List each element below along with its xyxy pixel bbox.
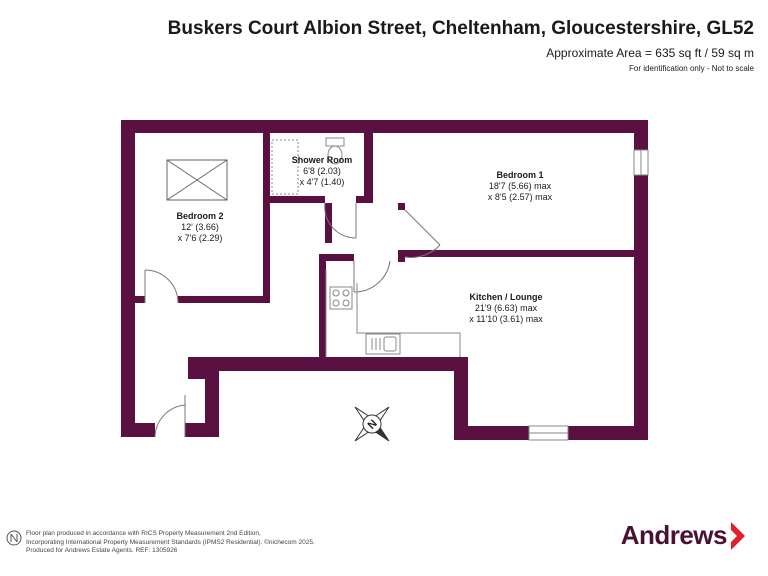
scale-disclaimer: For identification only - Not to scale [629, 64, 754, 73]
brand-name: Andrews [620, 520, 728, 550]
skylight-icon [166, 159, 228, 201]
bedroom2-name: Bedroom 2 [176, 211, 224, 221]
shower-room-name: Shower Room [291, 155, 353, 165]
footer-credits: Floor plan produced in accordance with R… [26, 530, 315, 556]
toilet-icon [325, 137, 345, 165]
kitchen-lounge-label: Kitchen / Lounge 21'9 (6.63) max x 11'10… [456, 292, 556, 325]
andrews-logo: Andrews [621, 520, 746, 551]
bedroom2-label: Bedroom 2 12' (3.66) x 7'6 (2.29) [160, 211, 240, 244]
compass-icon [354, 406, 390, 442]
kitchen-counter [325, 270, 461, 357]
bedroom1-dim1: 18'7 (5.66) max [488, 181, 552, 191]
footer-line-3: Produced for Andrews Estate Agents. REF:… [26, 547, 178, 554]
window-lounge [528, 425, 569, 441]
approximate-area: Approximate Area = 635 sq ft / 59 sq m [546, 46, 754, 60]
walls [121, 120, 648, 440]
footer-line-1: Floor plan produced in accordance with R… [26, 530, 261, 537]
bedroom1-label: Bedroom 1 18'7 (5.66) max x 8'5 (2.57) m… [470, 170, 570, 203]
bedroom2-dim2: x 7'6 (2.29) [177, 233, 223, 243]
doors [144, 202, 441, 438]
bedroom2-dim1: 12' (3.66) [181, 222, 219, 232]
bedroom1-dim2: x 8'5 (2.57) max [487, 192, 553, 202]
kitchen-lounge-dim2: x 11'10 (3.61) max [469, 314, 543, 324]
footer-line-2: Incorporating International Property Mea… [26, 538, 315, 546]
shower-tray-icon [271, 139, 299, 195]
shower-room-label: Shower Room 6'8 (2.03) x 4'7 (1.40) [282, 155, 362, 188]
brand-arrow-icon [731, 521, 745, 550]
nichecom-logo-icon [6, 530, 22, 546]
bedroom1-name: Bedroom 1 [496, 170, 544, 180]
kitchen-lounge-name: Kitchen / Lounge [469, 292, 543, 302]
property-address-title: Buskers Court Albion Street, Cheltenham,… [167, 18, 754, 39]
shower-room-dim2: x 4'7 (1.40) [299, 177, 345, 187]
window-bedroom1 [633, 149, 649, 176]
kitchen-lounge-dim1: 21'9 (6.63) max [474, 303, 538, 313]
shower-room-dim1: 6'8 (2.03) [303, 166, 341, 176]
